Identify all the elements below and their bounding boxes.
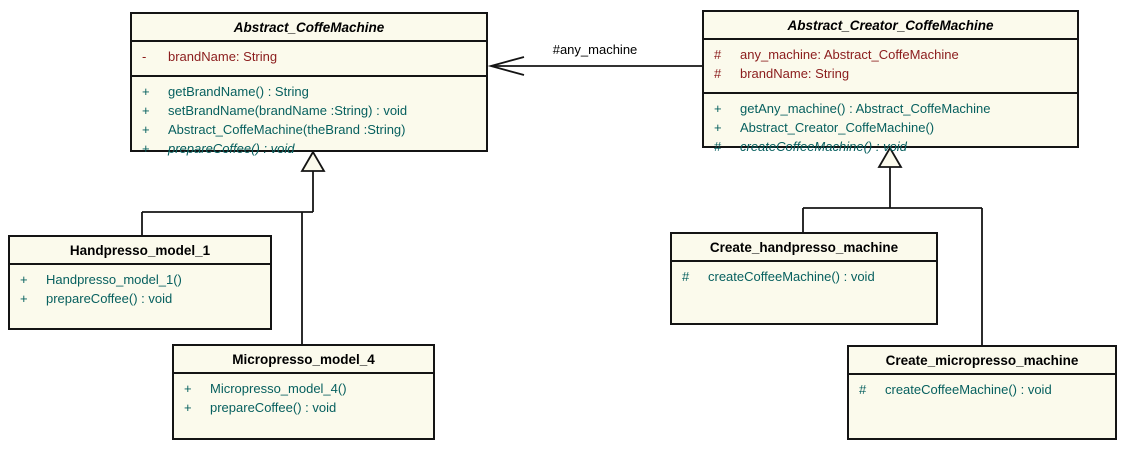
- attributes-compartment: # any_machine: Abstract_CoffeMachine # b…: [704, 40, 1077, 94]
- method-row: + prepareCoffee() : void: [16, 289, 262, 308]
- generalization-triangle-right-icon: [877, 146, 903, 168]
- class-name: Create_handpresso_machine: [709, 240, 899, 255]
- class-title: Create_handpresso_machine: [672, 234, 936, 262]
- class-abstract-creator-coffemachine: Abstract_Creator_CoffeMachine # any_mach…: [702, 10, 1079, 154]
- visibility-sign: +: [142, 84, 150, 99]
- visibility-sign: +: [20, 272, 28, 287]
- attribute-text: brandName: String: [168, 49, 278, 64]
- method-row: + setBrandName(brandName :String) : void: [138, 101, 478, 120]
- methods-compartment: + Handpresso_model_1() + prepareCoffee()…: [10, 265, 270, 328]
- association-any-machine-line: [487, 56, 702, 76]
- method-text: Abstract_CoffeMachine(theBrand :String): [168, 122, 406, 137]
- method-row: + Abstract_Creator_CoffeMachine(): [710, 118, 1069, 137]
- methods-compartment: # createCoffeeMachine() : void: [849, 375, 1115, 438]
- visibility-sign: #: [714, 66, 722, 81]
- visibility-sign: #: [682, 269, 690, 284]
- class-title: Abstract_CoffeMachine: [132, 14, 486, 42]
- method-row: + prepareCoffee() : void: [138, 139, 478, 158]
- class-create-handpresso-machine: Create_handpresso_machine # createCoffee…: [670, 232, 938, 325]
- visibility-sign: +: [142, 141, 150, 156]
- methods-compartment: # createCoffeeMachine() : void: [672, 262, 936, 323]
- method-row: + getAny_machine() : Abstract_CoffeMachi…: [710, 99, 1069, 118]
- visibility-sign: +: [714, 101, 722, 116]
- method-text: Abstract_Creator_CoffeMachine(): [740, 120, 935, 135]
- visibility-sign: +: [184, 400, 192, 415]
- attribute-row: # any_machine: Abstract_CoffeMachine: [710, 45, 1069, 64]
- generalization-left-lines: [141, 170, 314, 345]
- class-name: Micropresso_model_4: [232, 352, 375, 367]
- methods-compartment: + getBrandName() : String + setBrandName…: [132, 77, 486, 163]
- attribute-text: any_machine: Abstract_CoffeMachine: [740, 47, 959, 62]
- attribute-text: brandName: String: [740, 66, 850, 81]
- class-name: Handpresso_model_1: [69, 243, 211, 258]
- method-row: + Micropresso_model_4(): [180, 379, 425, 398]
- visibility-sign: #: [859, 382, 867, 397]
- class-handpresso-model-1: Handpresso_model_1 + Handpresso_model_1(…: [8, 235, 272, 330]
- class-title: Abstract_Creator_CoffeMachine: [704, 12, 1077, 40]
- visibility-sign: +: [184, 381, 192, 396]
- visibility-sign: +: [20, 291, 28, 306]
- class-micropresso-model-4: Micropresso_model_4 + Micropresso_model_…: [172, 344, 435, 440]
- generalization-triangle-left-icon: [300, 150, 326, 172]
- class-name: Abstract_Creator_CoffeMachine: [787, 18, 994, 33]
- method-row: + Handpresso_model_1(): [16, 270, 262, 289]
- visibility-sign: -: [142, 49, 147, 64]
- method-row: + Abstract_CoffeMachine(theBrand :String…: [138, 120, 478, 139]
- attributes-compartment: - brandName: String: [132, 42, 486, 77]
- class-abstract-coffemachine: Abstract_CoffeMachine - brandName: Strin…: [130, 12, 488, 156]
- method-row: # createCoffeeMachine() : void: [678, 267, 928, 286]
- generalization-right-lines: [802, 164, 983, 346]
- attribute-row: # brandName: String: [710, 64, 1069, 83]
- class-create-micropresso-machine: Create_micropresso_machine # createCoffe…: [847, 345, 1117, 440]
- method-text: createCoffeeMachine() : void: [885, 382, 1052, 397]
- method-text: Handpresso_model_1(): [46, 272, 182, 287]
- method-row: + getBrandName() : String: [138, 82, 478, 101]
- visibility-sign: #: [714, 47, 722, 62]
- methods-compartment: + Micropresso_model_4() + prepareCoffee(…: [174, 374, 433, 438]
- method-row: # createCoffeeMachine() : void: [855, 380, 1107, 399]
- method-text: createCoffeeMachine() : void: [740, 139, 907, 154]
- method-text: setBrandName(brandName :String) : void: [168, 103, 408, 118]
- class-title: Handpresso_model_1: [10, 237, 270, 265]
- attribute-row: - brandName: String: [138, 47, 478, 66]
- method-text: getAny_machine() : Abstract_CoffeMachine: [740, 101, 991, 116]
- visibility-sign: #: [714, 139, 722, 154]
- visibility-sign: +: [142, 103, 150, 118]
- method-text: Micropresso_model_4(): [210, 381, 347, 396]
- method-text: prepareCoffee() : void: [168, 141, 295, 156]
- method-row: # createCoffeeMachine() : void: [710, 137, 1069, 156]
- methods-compartment: + getAny_machine() : Abstract_CoffeMachi…: [704, 94, 1077, 161]
- class-title: Micropresso_model_4: [174, 346, 433, 374]
- open-arrowhead-icon: [487, 56, 525, 76]
- visibility-sign: +: [714, 120, 722, 135]
- visibility-sign: +: [142, 122, 150, 137]
- method-row: + prepareCoffee() : void: [180, 398, 425, 417]
- class-name: Abstract_CoffeMachine: [233, 20, 385, 35]
- class-title: Create_micropresso_machine: [849, 347, 1115, 375]
- method-text: prepareCoffee() : void: [210, 400, 337, 415]
- association-role-label: #any_machine: [552, 42, 638, 57]
- class-name: Create_micropresso_machine: [885, 353, 1079, 368]
- method-text: createCoffeeMachine() : void: [708, 269, 875, 284]
- method-text: getBrandName() : String: [168, 84, 309, 99]
- method-text: prepareCoffee() : void: [46, 291, 173, 306]
